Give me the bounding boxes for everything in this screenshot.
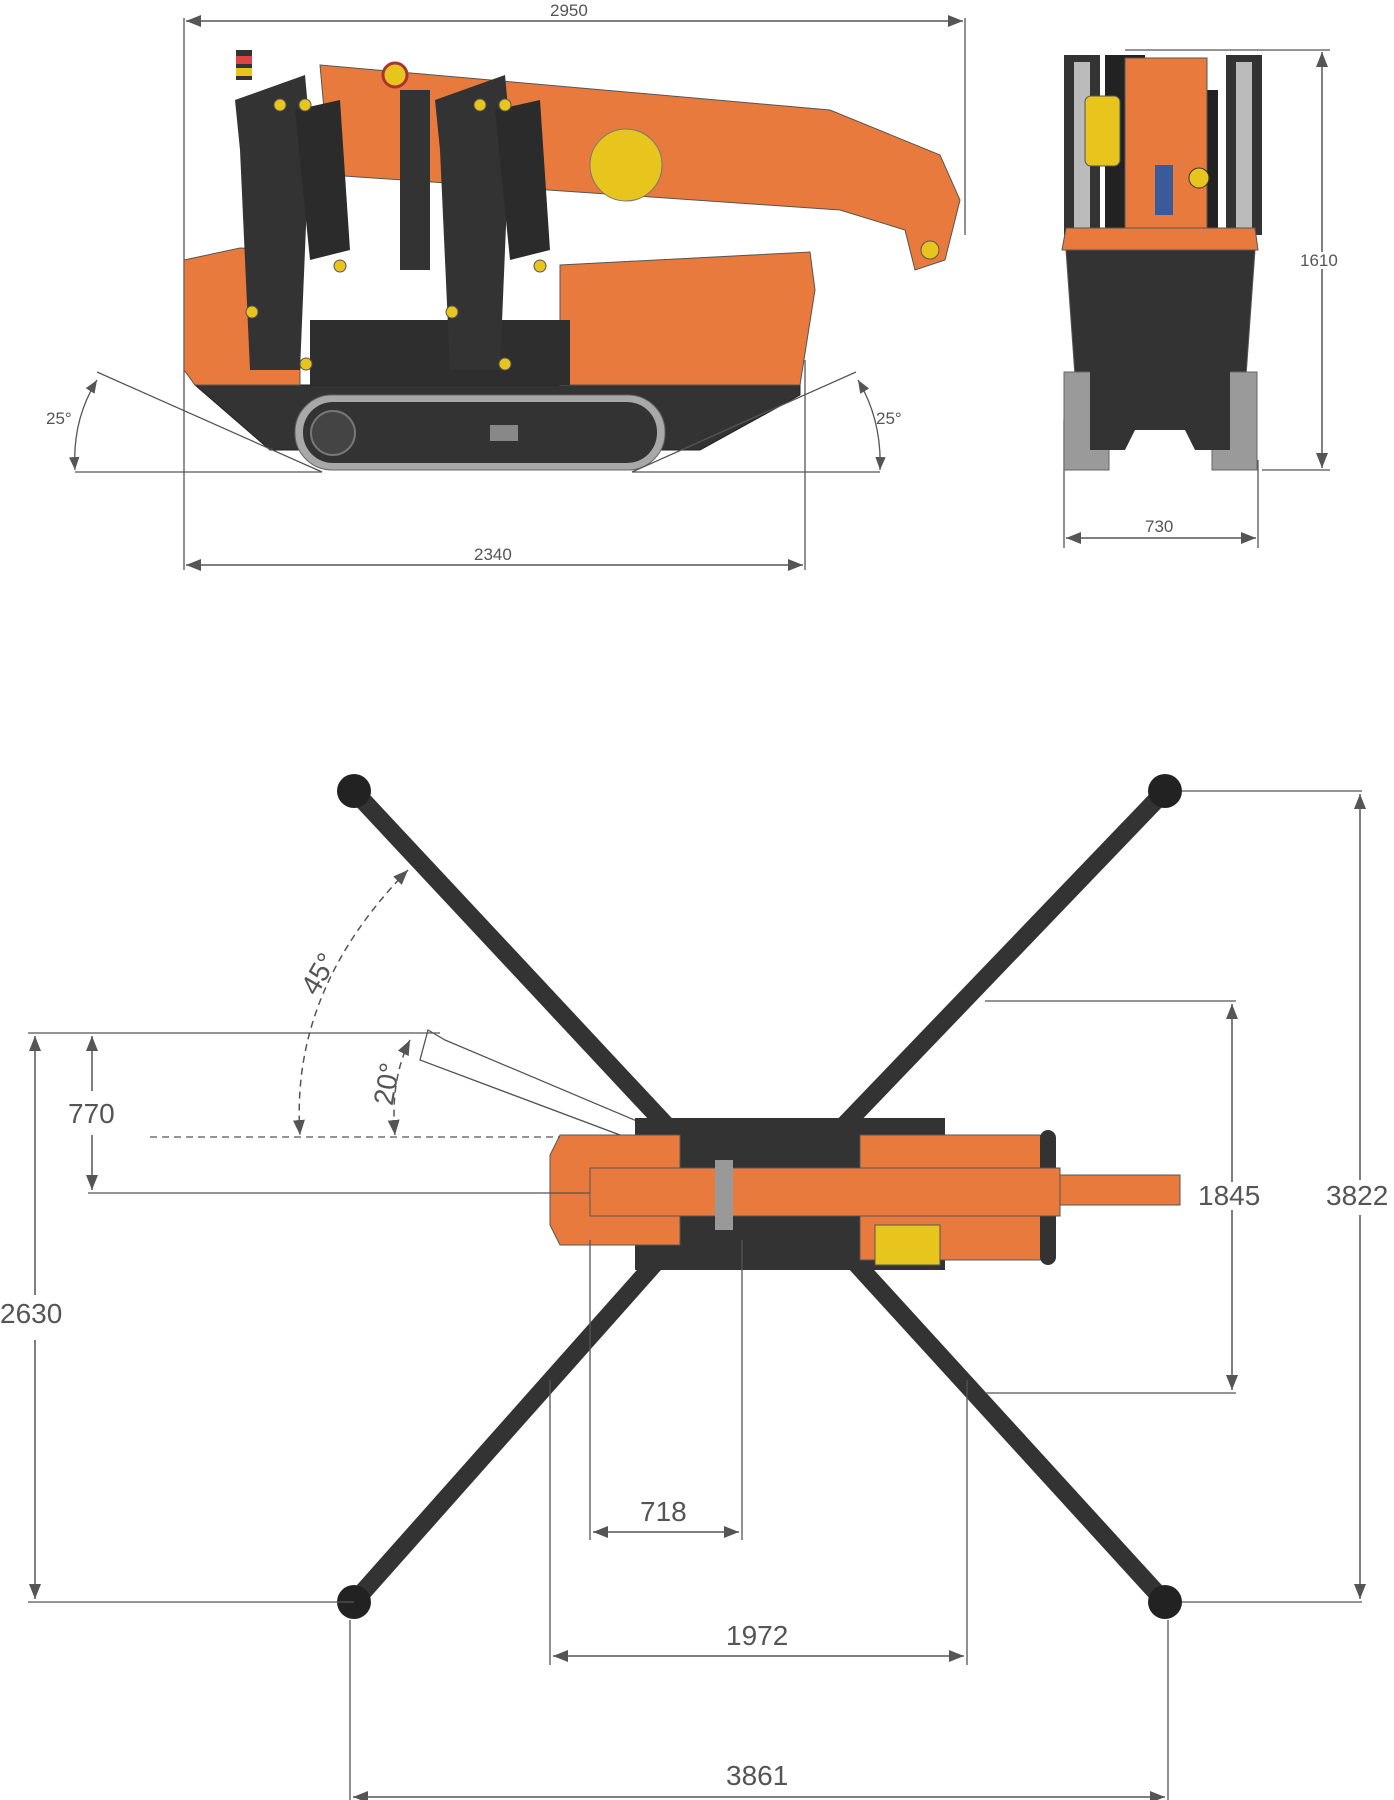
dimension-track-length: 2340	[474, 545, 512, 564]
dimension-inner-span-x: 1972	[726, 1620, 789, 1651]
angle-boom-slew-min: 20°	[367, 1060, 406, 1108]
angle-approach-right: 25°	[876, 409, 902, 428]
dimension-track-gauge: 718	[640, 1496, 687, 1527]
front-view	[1061, 49, 1330, 548]
dimension-outrigger-total-y: 3822	[1326, 1180, 1389, 1211]
top-view	[28, 774, 1366, 1800]
dimension-outrigger-total-x: 3861	[726, 1760, 789, 1791]
dimension-front-width: 730	[1145, 517, 1174, 536]
dimension-overall-length: 2950	[550, 1, 588, 20]
angle-approach-left: 25°	[46, 409, 72, 428]
dimension-boom-offset: 770	[68, 1098, 115, 1129]
dimension-inner-span-y: 1845	[1198, 1180, 1261, 1211]
dimension-outrigger-front-span: 2630	[0, 1298, 63, 1329]
side-view	[69, 15, 966, 571]
dimension-front-height: 1610	[1300, 251, 1338, 270]
